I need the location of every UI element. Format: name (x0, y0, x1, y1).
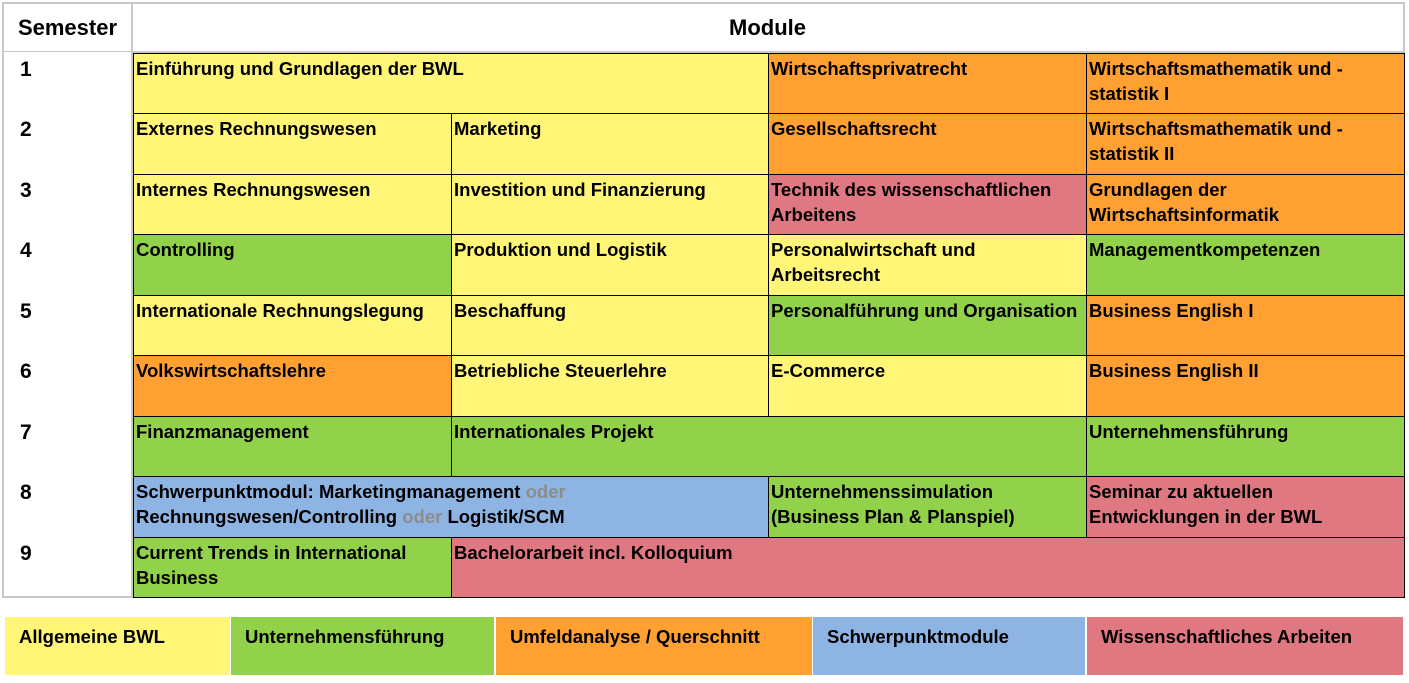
legend-wissenschaftliches-arbeiten: Wissenschaftliches Arbeiten (1087, 617, 1403, 675)
schwerpunkt-marketing: Schwerpunktmodul: Marketingmanagement (136, 481, 521, 502)
module-personalwirtschaft: Personalwirtschaft und Arbeitsrecht (768, 234, 1087, 296)
module-technik-wiss-arbeiten: Technik des wissenschaftlichen Arbeitens (768, 174, 1087, 235)
semester-header: Semester (2, 2, 133, 53)
semester-2: 2 (20, 118, 32, 141)
module-internationales-projekt: Internationales Projekt (451, 416, 1087, 477)
module-beschaffung: Beschaffung (451, 295, 769, 356)
legend-schwerpunktmodule: Schwerpunktmodule (813, 617, 1085, 675)
semester-8: 8 (20, 481, 32, 504)
semester-5: 5 (20, 300, 32, 323)
semester-6: 6 (20, 360, 32, 383)
module-bachelorarbeit: Bachelorarbeit incl. Kolloquium (451, 537, 1405, 598)
module-unternehmensfuehrung: Unternehmensführung (1086, 416, 1405, 477)
semester-1: 1 (20, 58, 32, 81)
module-internes-rechnungswesen: Internes Rechnungswesen (133, 174, 452, 235)
module-finanzmanagement: Finanzmanagement (133, 416, 452, 477)
legend-unternehmensfuehrung: Unternehmensführung (231, 617, 494, 675)
module-wirtschaftsinformatik: Grundlagen der Wirtschaftsinformatik (1086, 174, 1405, 235)
module-wirtschaftsmathematik-2: Wirtschaftsmathematik und -statistik II (1086, 113, 1405, 175)
module-marketing: Marketing (451, 113, 769, 175)
module-managementkompetenzen: Managementkompetenzen (1086, 234, 1405, 296)
legend-allgemeine-bwl: Allgemeine BWL (5, 617, 230, 675)
schwerpunkt-oder-1: oder (525, 481, 566, 502)
semester-9: 9 (20, 542, 32, 565)
module-volkswirtschaftslehre: Volkswirtschaftslehre (133, 355, 452, 417)
schwerpunkt-rechnungswesen: Rechnungswesen/Controlling (136, 506, 398, 527)
legend-umfeldanalyse: Umfeldanalyse / Querschnitt (496, 617, 812, 675)
module-externes-rechnungswesen: Externes Rechnungswesen (133, 113, 452, 175)
module-seminar-bwl: Seminar zu aktuellen Entwicklungen in de… (1086, 476, 1405, 538)
module-schwerpunktmodul: Schwerpunktmodul: Marketingmanagement od… (133, 476, 769, 538)
module-business-english-1: Business English I (1086, 295, 1405, 356)
module-e-commerce: E-Commerce (768, 355, 1087, 417)
module-steuerlehre: Betriebliche Steuerlehre (451, 355, 769, 417)
module-business-english-2: Business English II (1086, 355, 1405, 417)
module-unternehmenssimulation: Unternehmenssimulation (Business Plan & … (768, 476, 1087, 538)
module-produktion-logistik: Produktion und Logistik (451, 234, 769, 296)
semester-header-label: Semester (17, 14, 118, 40)
module-controlling: Controlling (133, 234, 452, 296)
module-gesellschaftsrecht: Gesellschaftsrecht (768, 113, 1087, 175)
module-personalfuehrung: Personalführung und Organisation (768, 295, 1087, 356)
schwerpunkt-logistik: Logistik/SCM (447, 506, 565, 527)
module-header: Module (132, 2, 1405, 53)
module-einfuehrung-bwl: Einführung und Grundlagen der BWL (133, 53, 769, 114)
module-current-trends: Current Trends in International Business (133, 537, 452, 598)
module-investition-finanzierung: Investition und Finanzierung (451, 174, 769, 235)
module-header-label: Module (729, 14, 806, 40)
module-int-rechnungslegung: Internationale Rechnungslegung (133, 295, 452, 356)
module-wirtschaftsprivatrecht: Wirtschaftsprivatrecht (768, 53, 1087, 114)
semester-7: 7 (20, 421, 32, 444)
semester-column: 1 2 3 4 5 6 7 8 9 (2, 52, 133, 598)
schwerpunkt-oder-2: oder (402, 506, 443, 527)
module-wirtschaftsmathematik-1: Wirtschaftsmathematik und -statistik I (1086, 53, 1405, 114)
semester-4: 4 (20, 239, 32, 262)
semester-3: 3 (20, 179, 32, 202)
